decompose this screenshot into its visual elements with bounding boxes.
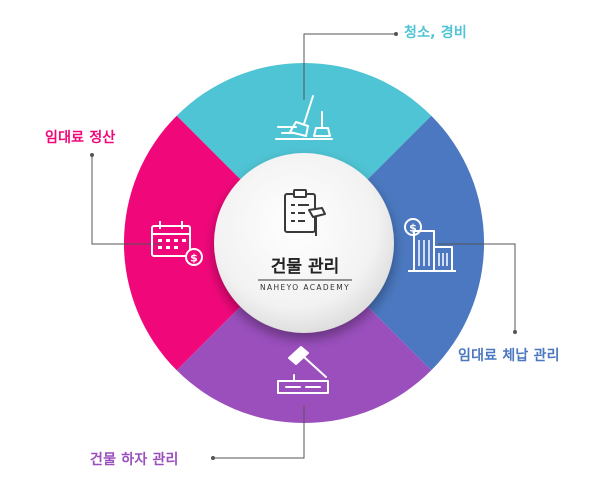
center-circle xyxy=(214,153,394,333)
label-cleaning: 청소, 경비 xyxy=(404,25,467,41)
label-rent-arrears: 임대료 체납 관리 xyxy=(458,348,560,364)
segment-cleaning xyxy=(176,62,432,244)
hammer-icon xyxy=(277,346,329,394)
building-dollar-icon: $ xyxy=(404,218,456,272)
segment-building-defects xyxy=(176,243,432,424)
connector-right xyxy=(438,243,516,332)
svg-text:$: $ xyxy=(190,252,198,265)
connector-top xyxy=(303,33,396,100)
segment-rent-arrears xyxy=(304,115,485,371)
connector-bottom xyxy=(213,405,305,459)
connector-left xyxy=(91,155,162,245)
calendar-dollar-icon: $ xyxy=(151,221,203,266)
svg-text:$: $ xyxy=(409,222,417,235)
center-title: 건물 관리 xyxy=(270,257,340,277)
clipboard-hammer-icon xyxy=(284,189,326,236)
label-rent-settlement: 임대료 정산 xyxy=(45,130,116,146)
broom-icon xyxy=(275,95,333,140)
connector-lines xyxy=(90,32,517,460)
center-subtitle: NAHEYO ACADEMY xyxy=(259,283,351,292)
label-building-defects: 건물 하자 관리 xyxy=(90,452,179,468)
segment-rent-settlement xyxy=(123,115,304,371)
